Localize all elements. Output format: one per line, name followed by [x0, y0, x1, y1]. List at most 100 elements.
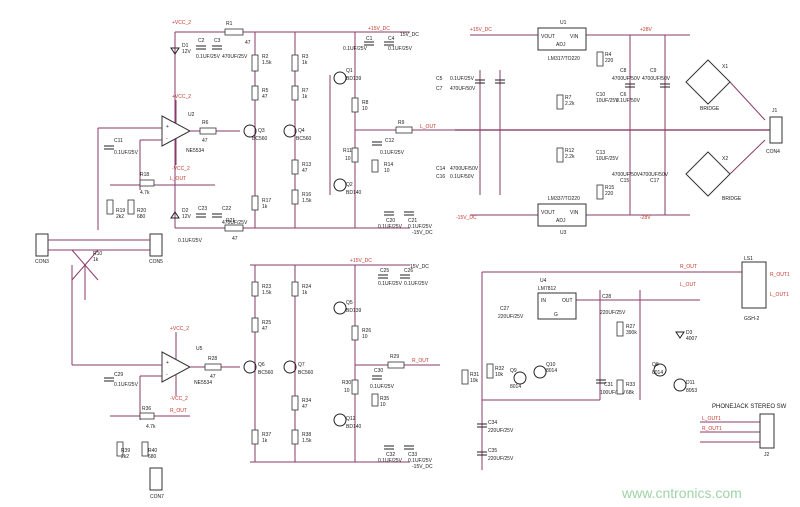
- r27-label: R27: [626, 324, 635, 330]
- d3-diode: [675, 331, 685, 339]
- q7-transistor: [283, 360, 297, 374]
- r14-resistor: [371, 159, 379, 173]
- r25-label: R25: [262, 320, 271, 326]
- r6-value: 47: [202, 138, 208, 144]
- r4-label: R4: [605, 52, 612, 58]
- q2-label: Q2: [346, 182, 353, 188]
- c20-value: 0.1UF/25V: [378, 224, 403, 230]
- j1-connector: [769, 116, 783, 144]
- r25-resistor: [251, 317, 259, 333]
- plus28v-label: +28V: [640, 27, 652, 33]
- plus15v-bot-label: +15V_DC: [350, 258, 372, 264]
- neg15v-ps-label: -15V_DC: [456, 215, 477, 221]
- r9-label: R9: [398, 120, 405, 126]
- r30-label: R30: [342, 380, 351, 386]
- d11-label: D11: [686, 380, 695, 386]
- r40-resistor: [141, 441, 149, 457]
- c3-value: 470UF/25V: [222, 54, 248, 60]
- r12-resistor: [556, 147, 564, 163]
- c13-value: 10UF/25V: [596, 156, 619, 162]
- q2-part: BD140: [346, 190, 362, 196]
- u4-in: IN: [541, 298, 546, 304]
- d3-label: D3: [686, 330, 693, 336]
- r5-label: R5: [262, 88, 269, 94]
- r28-resistor: [204, 363, 222, 371]
- r37-label: R37: [262, 432, 271, 438]
- r29-label: R29: [390, 354, 399, 360]
- d1-label: D1: [182, 43, 189, 49]
- watermark-text: www.cntronics.com: [621, 485, 742, 501]
- q5-label: Q5: [346, 300, 353, 306]
- r19-value: 2k2: [116, 214, 124, 220]
- r1-resistor: [224, 28, 244, 36]
- c11-value: 0.1UF/25V: [114, 150, 139, 156]
- q8-part: 8014: [652, 370, 663, 376]
- r32-value: 10k: [495, 372, 504, 378]
- l-out1-label: L_OUT1: [770, 292, 789, 298]
- r9-resistor: [395, 126, 413, 134]
- c20-label: C20: [386, 218, 395, 224]
- r4-resistor: [596, 51, 604, 67]
- r36-resistor: [139, 412, 155, 420]
- l-out-ps-label: L_OUT: [680, 282, 696, 288]
- d3-value: 4007: [686, 336, 697, 342]
- q7-part: BC560: [298, 370, 314, 376]
- v15dc-bot-label: 15V_DC: [410, 264, 429, 270]
- c16-value: 0.1UF/50V: [450, 174, 475, 180]
- u1-vout: VOUT: [541, 34, 555, 40]
- r35-resistor: [371, 393, 379, 407]
- c30-label: C30: [374, 368, 383, 374]
- r7b-resistor: [556, 94, 564, 110]
- d1-zener: [170, 47, 180, 55]
- gsh2-label: GSH-2: [744, 316, 760, 322]
- u4-out: OUT: [562, 298, 573, 304]
- r13-resistor: [291, 159, 299, 175]
- c5-value: 0.1UF/25V: [450, 76, 475, 82]
- c14-value: 4700UF/50V: [450, 166, 479, 172]
- q12-label: Q12: [346, 416, 356, 422]
- r34-label: R34: [302, 398, 311, 404]
- r29-resistor: [387, 361, 405, 369]
- q4-part: BC560: [296, 136, 312, 142]
- bridge1-ac-wire: [729, 81, 766, 121]
- u3-vout: VOUT: [541, 210, 555, 216]
- r32-resistor: [486, 363, 494, 379]
- r19-label: R19: [116, 208, 125, 214]
- r6-resistor: [199, 127, 217, 135]
- r7-value: 1k: [302, 94, 308, 100]
- u2-part: NE5534: [186, 148, 204, 154]
- r7b-value: 2.2k: [565, 101, 575, 107]
- c22-label: C22: [222, 206, 231, 212]
- u1-vin: VIN: [570, 34, 579, 40]
- r2-value: 1.5k: [262, 60, 272, 66]
- q6-transistor: [243, 360, 257, 374]
- c8-value: 4700UF/50V: [612, 76, 641, 82]
- r2-resistor: [251, 54, 259, 72]
- r26-resistor: [351, 325, 359, 341]
- q12-part: BD140: [346, 424, 362, 430]
- c28-value: 220UF/25V: [600, 310, 626, 316]
- q10-label: Q10: [546, 362, 556, 368]
- r28-value: 47: [210, 374, 216, 380]
- r38-label: R38: [302, 432, 311, 438]
- r5-value: 47: [262, 94, 268, 100]
- r36-value: 4.7k: [146, 424, 156, 430]
- u2-opamp: [161, 115, 192, 147]
- r24-resistor: [291, 281, 299, 297]
- c6-value: 0.1UF/50V: [616, 98, 641, 104]
- r37-resistor: [251, 429, 259, 445]
- r7-resistor: [291, 85, 299, 101]
- c21-value: 0.1UF/25V: [408, 224, 433, 230]
- l-out-left-label: L_OUT: [170, 176, 186, 182]
- x2-label: X2: [722, 156, 728, 162]
- c26-value: 0.1UF/25V: [404, 281, 429, 287]
- r33-value: 68k: [626, 390, 635, 396]
- r20-resistor: [127, 199, 135, 215]
- c17-value: 4700UF/50V: [640, 172, 669, 178]
- r24-value: 1k: [302, 290, 308, 296]
- r38-resistor: [291, 429, 299, 445]
- c10-value: 10UF/25V: [596, 98, 619, 104]
- u2-label: U2: [188, 112, 195, 118]
- r4-value: 220: [605, 58, 614, 64]
